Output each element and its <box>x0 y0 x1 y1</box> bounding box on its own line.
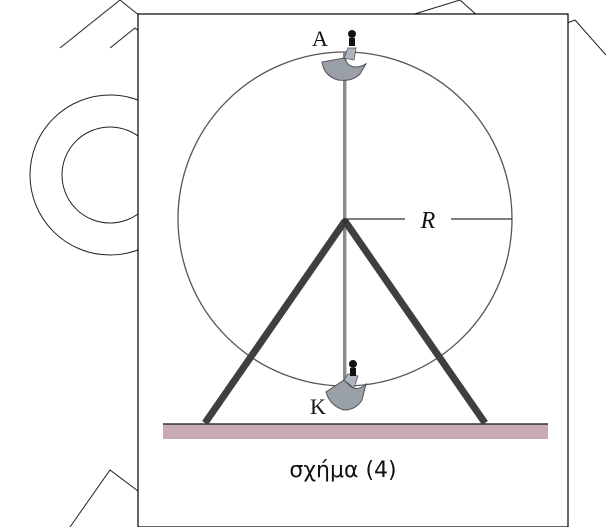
seat-bottom-body <box>325 379 367 411</box>
bg-shape-bottom-left <box>69 469 151 527</box>
support-leg-left <box>202 219 348 425</box>
seat-top-back <box>343 47 357 61</box>
rider-top-head <box>348 30 356 38</box>
rider-top-body <box>349 38 355 46</box>
seat-top <box>321 30 368 81</box>
support-frame <box>202 219 488 425</box>
rider-bottom-head <box>349 360 357 368</box>
figure-panel <box>137 13 569 527</box>
seat-top-body <box>321 57 368 81</box>
seat-bottom <box>325 360 367 411</box>
radius-label: R <box>420 208 436 234</box>
point-label-bottom: K <box>310 394 326 419</box>
bg-shape-right <box>574 19 606 56</box>
point-label-top: A <box>312 26 328 51</box>
support-leg-right <box>342 219 488 425</box>
rider-bottom-body <box>350 368 356 376</box>
figure-caption: σχήμα (4) <box>289 458 396 483</box>
ground <box>163 424 548 439</box>
seat-bottom-back <box>343 373 359 389</box>
